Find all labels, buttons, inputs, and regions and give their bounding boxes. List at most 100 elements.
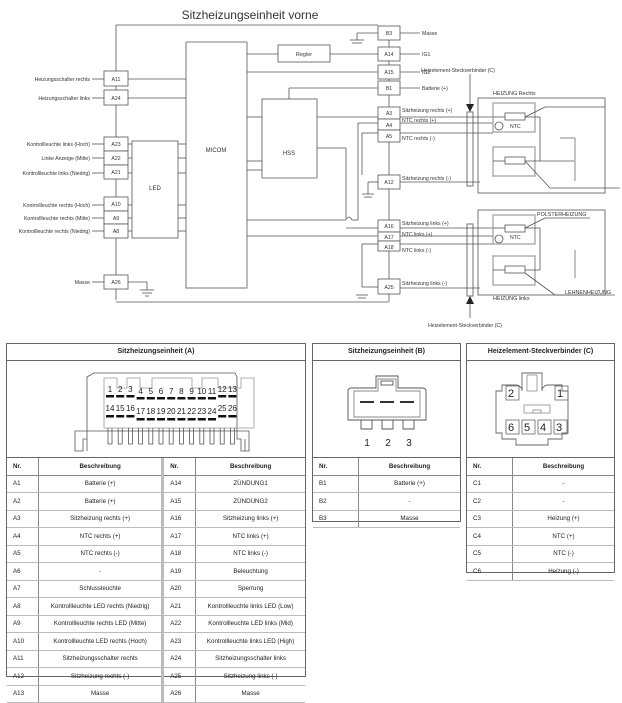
pin-number-label: 14 xyxy=(106,404,115,413)
panel-c-title: Heizelement-Steckverbinder (C) xyxy=(467,344,614,361)
pin-slot xyxy=(228,415,237,418)
heater-connector-c xyxy=(466,74,474,318)
pin-number-label: 16 xyxy=(126,404,135,413)
pin-label: A11 xyxy=(112,77,121,83)
col-header-desc: Beschreibung xyxy=(37,458,163,476)
pin-description: Sitzheizung rechts (-) xyxy=(37,667,163,686)
led-block xyxy=(131,140,179,239)
pin-cavity xyxy=(521,419,536,435)
signal-label: Linke Anzeige (Mitte) xyxy=(42,156,91,162)
pin-number-label: 2 xyxy=(118,385,123,394)
pin-number: A4 xyxy=(7,527,39,546)
pin-number-label: 18 xyxy=(146,407,155,416)
pin-number: C3 xyxy=(467,510,513,528)
pin-number-label: 23 xyxy=(197,407,206,416)
pin-label: A25 xyxy=(384,285,393,291)
pin-number-label: 3 xyxy=(556,422,562,434)
ntc-label-right: NTC xyxy=(510,124,521,130)
pin-number: A26 xyxy=(161,685,196,703)
signal-label: IG1 xyxy=(422,52,430,58)
signal-label: Sitzheizung links (+) xyxy=(402,221,449,227)
signal-label: NTC rechts (-) xyxy=(402,136,435,142)
pin-number-label: 19 xyxy=(157,407,166,416)
col-header-desc: Beschreibung xyxy=(358,458,460,476)
pin-label: A9 xyxy=(113,216,119,222)
pin-number: A1 xyxy=(7,475,39,493)
pin-description: Kontrollleuchte links LED (High) xyxy=(195,632,305,651)
pin-label: A8 xyxy=(113,229,119,235)
signal-label: Kontrollleuchte rechts (Hoch) xyxy=(23,203,90,209)
pin-number-label: 25 xyxy=(218,404,227,413)
pin-number: C5 xyxy=(467,545,513,563)
signal-label: IG2 xyxy=(422,70,430,76)
connector-label-top: Heizelement-Steckverbinder (C) xyxy=(421,68,495,74)
heater-left xyxy=(477,209,615,296)
pin-description: Batterie (+) xyxy=(358,475,460,493)
signal-label: Kontrollleuchte links (Niedrig) xyxy=(23,171,91,177)
pin-description: NTC links (-) xyxy=(195,545,305,563)
signal-label: Kontrollleuchte rechts (Mitte) xyxy=(24,216,90,222)
left-pin-boxes xyxy=(103,70,129,290)
col-header-nr: Nr. xyxy=(467,458,513,476)
pin-number-label: 13 xyxy=(228,385,237,394)
pin-description: - xyxy=(358,492,460,511)
pin-slot xyxy=(146,418,155,421)
pin-cavity xyxy=(537,419,552,435)
pin-number-label: 3 xyxy=(406,438,412,449)
hss-block xyxy=(261,98,318,179)
pin-description: Heizung (+) xyxy=(512,510,614,528)
pin-number: A9 xyxy=(7,615,39,633)
signal-label: Kontrollleuchte rechts (Niedrig) xyxy=(19,229,90,235)
heater-right-label: HEIZUNG Rechts xyxy=(493,91,536,97)
regler-block xyxy=(277,44,331,63)
pin-number-label: 4 xyxy=(540,422,546,434)
pin-number: B3 xyxy=(313,510,359,528)
pin-number: A17 xyxy=(161,527,196,546)
pin-description: Schlussleuchte xyxy=(37,580,163,598)
pin-description: Kontrollleuchte LED links (Mid) xyxy=(195,615,305,633)
pin-label: A21 xyxy=(111,170,120,176)
pin-description: Kontrollleuchte LED rechts (Hoch) xyxy=(37,632,163,651)
signal-label: Sitzheizung rechts (+) xyxy=(402,108,453,114)
col-header-nr: Nr. xyxy=(161,458,196,476)
heater-left-label: HEIZUNG links xyxy=(493,296,530,302)
pin-number-label: 9 xyxy=(189,387,194,396)
table-row: C1- xyxy=(467,475,614,493)
pin-number-label: 1 xyxy=(364,438,370,449)
pin-number: A18 xyxy=(161,545,196,563)
pin-slot xyxy=(106,395,114,398)
pin-label: A14 xyxy=(384,52,393,58)
pin-number: C4 xyxy=(467,527,513,546)
pin-number-label: 17 xyxy=(136,407,145,416)
pin-description: Kontrollleuchte LED rechts (Niedrig) xyxy=(37,597,163,616)
pin-description: Kontrollleuchte links LED (Low) xyxy=(195,597,305,616)
pin-number: C2 xyxy=(467,492,513,511)
pin-description: Sitzheizung links (-) xyxy=(195,667,305,686)
pin-number-label: 15 xyxy=(116,404,125,413)
polster-label: POLSTERHEIZUNG xyxy=(537,212,586,218)
pin-number-label: 4 xyxy=(138,387,143,396)
pin-slot xyxy=(116,415,125,418)
pin-number: A13 xyxy=(7,685,39,703)
pin-number: A15 xyxy=(161,492,196,511)
pin-number-label: 2 xyxy=(508,388,514,400)
pin-number: A21 xyxy=(161,597,196,616)
pin-label: A24 xyxy=(111,96,120,102)
pin-label: A26 xyxy=(111,280,120,286)
col-header-nr: Nr. xyxy=(313,458,359,476)
pin-description: NTC (-) xyxy=(512,545,614,563)
pin-label: A5 xyxy=(386,134,392,140)
